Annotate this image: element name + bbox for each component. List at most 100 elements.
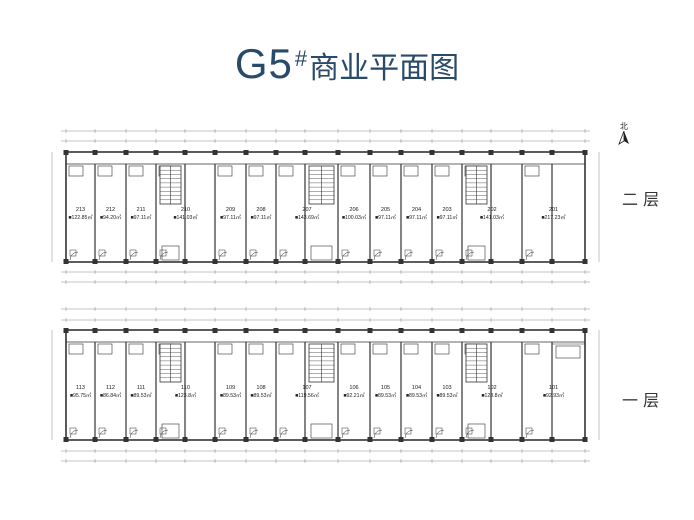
structural-column <box>123 437 129 442</box>
wc-fixture <box>525 427 533 435</box>
unit-area: ■86.84㎡ <box>100 391 122 399</box>
wc-fixture <box>404 427 412 435</box>
wc-fixture <box>98 249 106 257</box>
unit-number: 204 <box>412 207 421 213</box>
toilet-block <box>248 343 264 355</box>
structural-column <box>519 259 525 264</box>
structural-column <box>367 259 373 264</box>
outer-wall <box>65 329 586 441</box>
unit-area: ■122.85㎡ <box>68 213 93 221</box>
structural-column <box>519 437 525 442</box>
structural-column <box>182 259 188 264</box>
toilet-block <box>278 343 294 355</box>
structural-column <box>335 259 341 264</box>
toilet-block <box>403 165 419 177</box>
structural-column <box>488 150 494 155</box>
wc-fixture <box>341 427 349 435</box>
wc-fixture <box>279 427 287 435</box>
structural-column <box>153 328 159 333</box>
structural-column <box>123 328 129 333</box>
structural-column <box>212 259 218 264</box>
door-swing <box>69 251 79 261</box>
unit-number: 110 <box>181 385 190 391</box>
structural-column <box>549 259 555 264</box>
door-swing <box>279 429 289 439</box>
wc-fixture <box>69 249 77 257</box>
toilet-block <box>372 165 388 177</box>
structural-column <box>63 259 69 264</box>
door-swing <box>341 429 351 439</box>
unit-area: ■89.53㎡ <box>436 391 458 399</box>
structural-column <box>243 328 249 333</box>
north-arrow-icon <box>618 130 629 145</box>
wc-fixture <box>218 249 226 257</box>
entrance-vestibule <box>161 245 180 261</box>
structural-column <box>123 259 129 264</box>
unit-number: 201 <box>549 207 558 213</box>
unit-area: ■143.69㎡ <box>295 213 320 221</box>
door-swing <box>249 251 259 261</box>
door-swing <box>341 251 351 261</box>
structural-column <box>367 328 373 333</box>
north-compass: 北 <box>618 122 630 150</box>
structural-column <box>273 150 279 155</box>
wc-fixture <box>98 427 106 435</box>
toilet-block <box>158 165 174 177</box>
structural-column <box>335 328 341 333</box>
structural-column <box>398 437 404 442</box>
entrance-vestibule <box>310 423 333 439</box>
wc-fixture <box>159 249 167 257</box>
unit-number: 207 <box>302 207 311 213</box>
stair-outline <box>465 165 488 205</box>
structural-column <box>92 437 98 442</box>
toilet-block <box>340 343 356 355</box>
toilet-block <box>248 165 264 177</box>
structural-column <box>273 437 279 442</box>
unit-area: ■141.03㎡ <box>173 213 198 221</box>
structural-column <box>429 259 435 264</box>
door-swing <box>465 251 475 261</box>
stair-core <box>159 343 182 383</box>
toilet-block <box>434 343 450 355</box>
door-swing <box>218 251 228 261</box>
structural-column <box>459 259 465 264</box>
unit-number: 103 <box>442 385 451 391</box>
unit-area: ■94.20㎡ <box>100 213 122 221</box>
floor-label-first: 一 层 <box>622 391 660 410</box>
door-swing <box>279 251 289 261</box>
stair-core <box>159 165 182 205</box>
structural-column <box>153 259 159 264</box>
structural-column <box>273 328 279 333</box>
door-swing <box>435 251 445 261</box>
unit-area: ■89.53㎡ <box>130 391 152 399</box>
unit-number: 107 <box>302 385 311 391</box>
structural-column <box>488 259 494 264</box>
structural-column <box>63 328 69 333</box>
structural-column <box>367 150 373 155</box>
structural-column <box>519 328 525 333</box>
stair-core <box>308 343 335 383</box>
wc-fixture <box>465 427 473 435</box>
structural-column <box>212 437 218 442</box>
unit-area: ■97.11㎡ <box>251 213 273 221</box>
structural-column <box>153 150 159 155</box>
entrance-vestibule <box>310 245 333 261</box>
floor-label-second: 二 层 <box>622 190 660 209</box>
structural-column <box>243 259 249 264</box>
wc-fixture <box>404 249 412 257</box>
structural-column <box>63 150 69 155</box>
structural-column <box>582 259 588 264</box>
toilet-block <box>524 343 540 355</box>
door-swing <box>404 251 414 261</box>
structural-column <box>398 150 404 155</box>
structural-column <box>153 437 159 442</box>
structural-column <box>398 328 404 333</box>
unit-number: 112 <box>106 385 115 391</box>
wc-fixture <box>373 427 381 435</box>
structural-column <box>212 150 218 155</box>
toilet-block <box>278 165 294 177</box>
wc-fixture <box>373 249 381 257</box>
door-swing <box>218 429 228 439</box>
structural-column <box>459 437 465 442</box>
door-swing <box>404 429 414 439</box>
